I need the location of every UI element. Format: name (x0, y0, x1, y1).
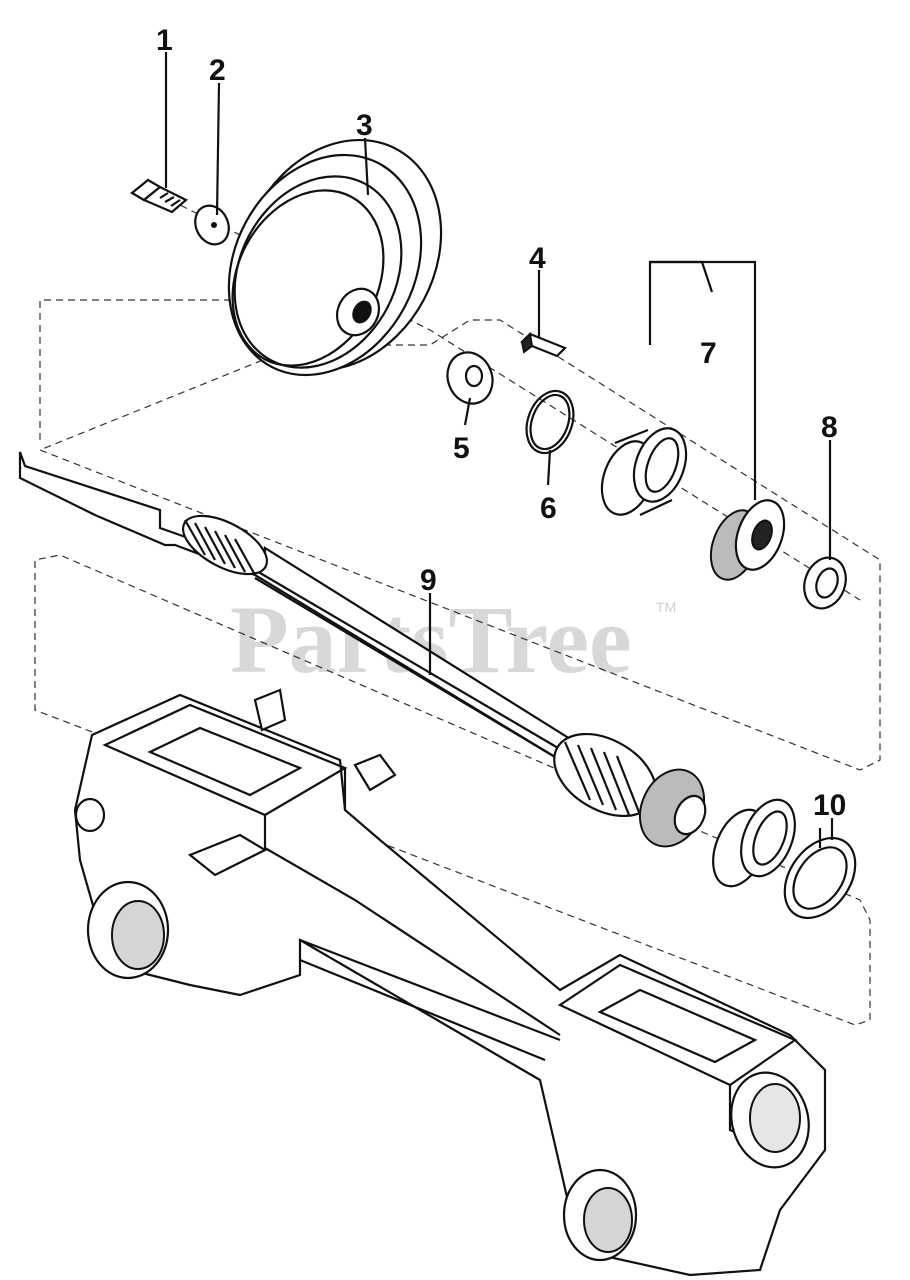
washer-part-5[interactable] (440, 346, 499, 410)
callout-leaders (164, 52, 834, 840)
callout-3: 3 (356, 109, 373, 142)
bearing-assembly-part[interactable] (592, 260, 793, 586)
shaft-assembly-outline (38, 299, 881, 771)
callout-7: 7 (700, 337, 717, 370)
callout-9: 9 (420, 564, 437, 597)
worm-gear-thread-right (553, 732, 707, 848)
callout-4: 4 (529, 242, 546, 275)
axle-housing-part[interactable] (73, 688, 827, 1277)
callout-1: 1 (156, 24, 173, 57)
callout-6: 6 (540, 492, 557, 525)
bearing-cup-washer-part[interactable] (703, 792, 870, 931)
bolt-part[interactable] (130, 178, 188, 214)
callout-8: 8 (821, 411, 838, 444)
callout-2: 2 (209, 54, 226, 87)
key-part[interactable] (520, 331, 567, 358)
retaining-ring-part[interactable] (518, 384, 581, 459)
worm-gear-thread-left (181, 514, 269, 576)
worm-shaft-part[interactable] (18, 451, 716, 857)
watermark-trademark: TM (656, 599, 676, 615)
pulley-part[interactable] (192, 104, 481, 408)
callout-5: 5 (453, 432, 470, 465)
housing-assembly-outline (34, 554, 871, 1026)
washer-part-2[interactable] (189, 200, 235, 250)
washer-part-8[interactable] (797, 552, 852, 615)
callout-10: 10 (813, 789, 846, 822)
